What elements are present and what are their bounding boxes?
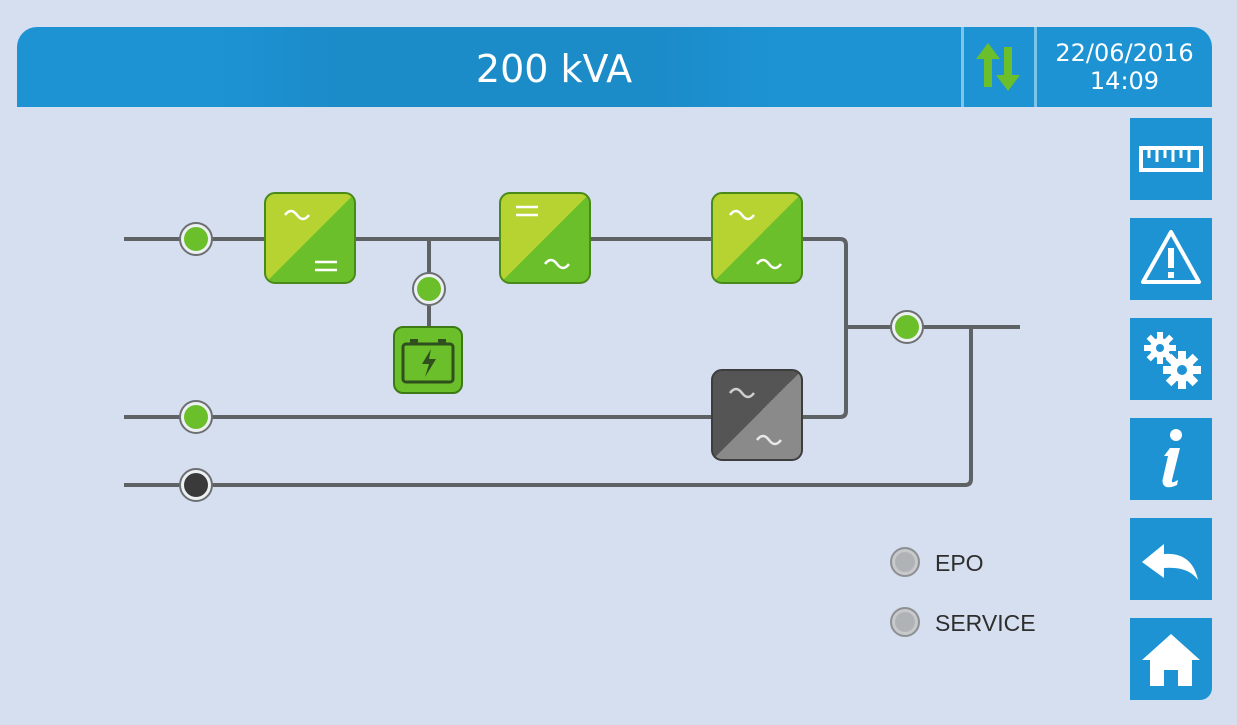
header-bar <box>17 27 1212 107</box>
alarms-button[interactable] <box>1130 218 1212 300</box>
bypass-breaker[interactable] <box>179 400 213 434</box>
battery-breaker[interactable] <box>412 272 446 306</box>
back-button[interactable] <box>1130 518 1212 600</box>
service-label: SERVICE <box>935 610 1036 636</box>
info-icon <box>1162 429 1182 488</box>
info-button[interactable] <box>1130 418 1212 500</box>
warning-icon <box>1141 230 1201 284</box>
battery-block[interactable] <box>393 326 463 394</box>
time-label: 14:09 <box>1089 67 1160 95</box>
maintenance-breaker[interactable] <box>179 468 213 502</box>
service-indicator <box>890 607 920 637</box>
booster-block[interactable] <box>499 192 591 284</box>
measurements-button[interactable] <box>1130 118 1212 200</box>
back-arrow-icon <box>1142 544 1198 580</box>
date-label: 22/06/2016 <box>1055 39 1194 67</box>
input-breaker[interactable] <box>179 222 213 256</box>
gears-icon <box>1144 332 1201 389</box>
ruler-icon <box>1139 146 1203 172</box>
settings-button[interactable] <box>1130 318 1212 400</box>
header-divider <box>961 27 964 107</box>
inverter-block[interactable] <box>711 192 803 284</box>
epo-indicator <box>890 547 920 577</box>
home-icon <box>1142 634 1200 686</box>
output-breaker[interactable] <box>890 310 924 344</box>
rectifier-block[interactable] <box>264 192 356 284</box>
date-time: 22/06/2016 14:09 <box>1037 27 1212 107</box>
home-button[interactable] <box>1130 618 1212 700</box>
epo-label: EPO <box>935 550 984 576</box>
static-bypass-block[interactable] <box>711 369 803 461</box>
power-flow-arrows-icon[interactable] <box>962 27 1034 107</box>
header-divider <box>1034 27 1037 107</box>
